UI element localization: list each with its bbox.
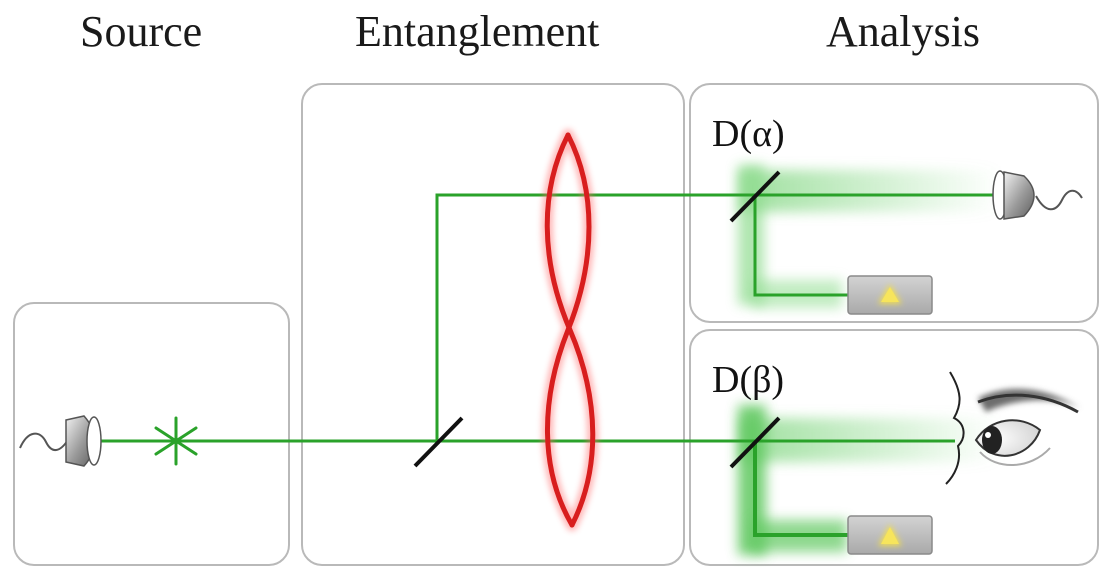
beam-paths xyxy=(100,193,995,537)
detector-panel-icon xyxy=(847,275,933,315)
beam-splitter-icon xyxy=(729,170,781,223)
heading-entanglement: Entanglement xyxy=(355,7,600,56)
detector-panel-icon xyxy=(847,515,933,555)
beam-splitter-icon xyxy=(413,416,464,468)
entanglement-box xyxy=(301,83,685,566)
analysis-lower-box xyxy=(689,329,1099,566)
lower-reflected-beam xyxy=(753,441,848,537)
heading-source: Source xyxy=(80,7,203,56)
upper-beam xyxy=(435,193,995,441)
analyzer-label-lower: D(β) xyxy=(712,359,784,401)
analyzer-glow-upper xyxy=(738,165,1000,308)
upper-reflected-beam xyxy=(753,195,848,297)
source-box xyxy=(13,302,290,566)
photon-detector-icon xyxy=(992,170,1083,220)
emission-star-icon xyxy=(148,416,204,466)
analyzer-label-upper: D(α) xyxy=(712,113,785,155)
analysis-upper-box xyxy=(689,83,1099,323)
heading-analysis: Analysis xyxy=(826,7,980,56)
beam-splitter-icon xyxy=(729,416,781,469)
twisted-entanglement-icon xyxy=(541,129,599,531)
photon-emitter-icon xyxy=(19,415,102,467)
human-eye-icon xyxy=(945,371,1080,485)
